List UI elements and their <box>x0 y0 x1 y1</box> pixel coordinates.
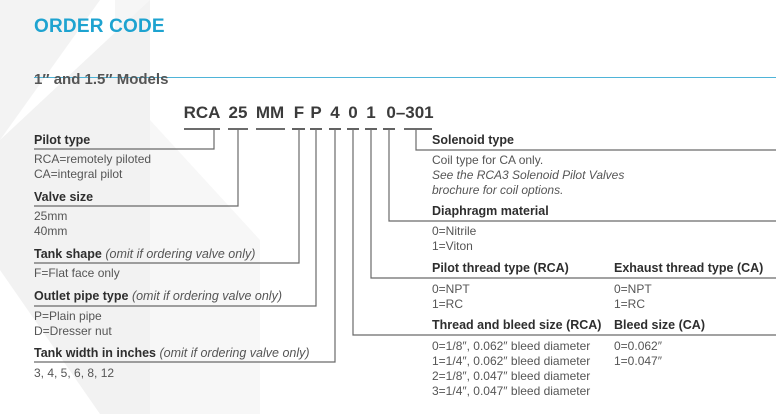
solenoid-note: Coil type for CA only. <box>432 153 544 167</box>
tank-width-options: 3, 4, 5, 6, 8, 12 <box>34 366 114 381</box>
tank-shape-label: Tank shape (omit if ordering valve only) <box>34 247 256 261</box>
tank-width-label: Tank width in inches (omit if ordering v… <box>34 346 310 360</box>
option: 0=NPT <box>432 282 470 296</box>
note: (omit if ordering valve only) <box>105 247 256 261</box>
option: 3, 4, 5, 6, 8, 12 <box>34 366 115 380</box>
solenoid-type-description: Coil type for CA only. See the RCA3 Sole… <box>432 153 624 198</box>
code-segment-tank-shape: F <box>293 103 305 122</box>
pilot-thread-type-options: 0=NPT 1=RC <box>432 282 470 312</box>
option: CA=integral pilot <box>34 167 123 181</box>
option: 1=1/4″, 0.062″ bleed diameter <box>432 354 591 368</box>
option: P=Plain pipe <box>34 309 102 323</box>
option: 1=RC <box>614 297 646 311</box>
option: 1=Viton <box>432 239 473 253</box>
valve-size-options: 25mm 40mm <box>34 209 67 239</box>
bleed-size-options: 0=0.062″ 1=0.047″ <box>614 339 662 369</box>
code-segment-pilot: RCA <box>183 103 221 122</box>
option: 0=NPT <box>614 282 652 296</box>
code-segment-size: 25 <box>228 103 248 122</box>
exhaust-thread-type-label: Exhaust thread type (CA) <box>614 261 764 275</box>
option: F=Flat face only <box>34 266 120 280</box>
tank-shape-options: F=Flat face only <box>34 266 120 281</box>
note: (omit if ordering valve only) <box>131 289 282 303</box>
option: 3=1/4″, 0.047″ bleed diameter <box>432 384 591 398</box>
diaphragm-material-label: Diaphragm material <box>432 204 549 218</box>
option: 25mm <box>34 209 68 223</box>
code-segment-pilot-thread: 1 <box>366 103 376 122</box>
option: 1=0.047″ <box>614 354 662 368</box>
outlet-pipe-type-label: Outlet pipe type (omit if ordering valve… <box>34 289 282 303</box>
code-segment-unit: MM <box>255 103 285 122</box>
code-segment-thread-bleed: 0 <box>348 103 358 122</box>
outlet-pipe-type-options: P=Plain pipe D=Dresser nut <box>34 309 112 339</box>
option: D=Dresser nut <box>34 324 112 338</box>
pilot-type-label: Pilot type <box>34 133 91 147</box>
bleed-size-label: Bleed size (CA) <box>614 318 705 332</box>
code-segment-outlet: P <box>310 103 322 122</box>
thread-bleed-size-label: Thread and bleed size (RCA) <box>432 318 602 332</box>
option: 0=1/8″, 0.062″ bleed diameter <box>432 339 591 353</box>
code-segment-diaphragm-solenoid: 0–301 <box>386 103 434 122</box>
title-divider <box>34 77 776 78</box>
pilot-type-options: RCA=remotely piloted CA=integral pilot <box>34 152 151 182</box>
exhaust-thread-type-options: 0=NPT 1=RC <box>614 282 652 312</box>
thread-bleed-size-options: 0=1/8″, 0.062″ bleed diameter 1=1/4″, 0.… <box>432 339 590 399</box>
solenoid-type-label: Solenoid type <box>432 133 514 147</box>
option: RCA=remotely piloted <box>34 152 152 166</box>
option: 1=RC <box>432 297 464 311</box>
valve-size-label: Valve size <box>34 190 94 204</box>
note: (omit if ordering valve only) <box>159 346 310 360</box>
page-title: ORDER CODE <box>34 16 165 37</box>
option: 2=1/8″, 0.047″ bleed diameter <box>432 369 591 383</box>
pilot-thread-type-label: Pilot thread type (RCA) <box>432 261 569 275</box>
brochure-reference-cont: brochure for coil options. <box>432 183 564 197</box>
brochure-reference: See the RCA3 Solenoid Pilot Valves <box>432 168 625 182</box>
code-segment-tank-width: 4 <box>330 103 340 122</box>
option: 40mm <box>34 224 68 238</box>
option: 0=Nitrile <box>432 224 477 238</box>
models-subtitle: 1″ and 1.5″ Models <box>34 71 169 88</box>
diaphragm-material-options: 0=Nitrile 1=Viton <box>432 224 476 254</box>
option: 0=0.062″ <box>614 339 662 353</box>
